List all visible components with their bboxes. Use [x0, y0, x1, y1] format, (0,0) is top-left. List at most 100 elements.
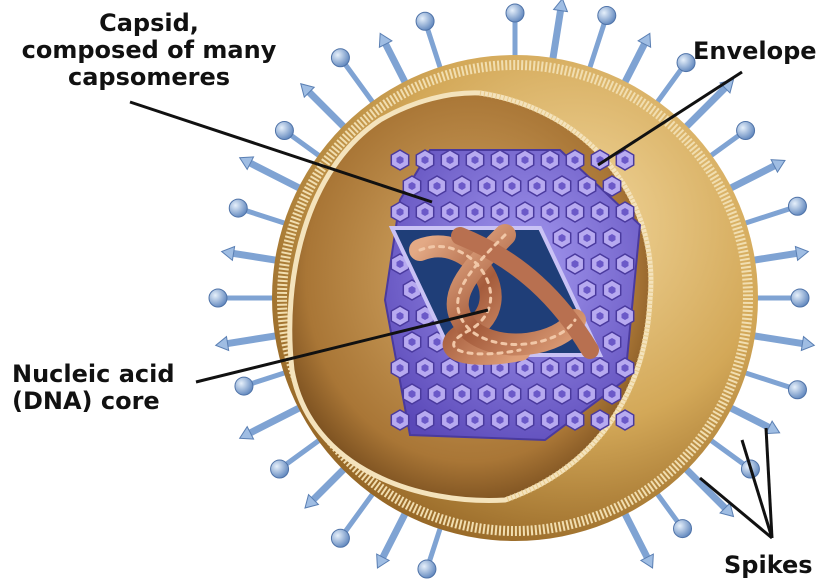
- spike-icon: [377, 509, 408, 568]
- spike-icon: [654, 54, 695, 107]
- capsomere-icon: [516, 410, 533, 430]
- spike-icon: [623, 33, 651, 86]
- capsomere-icon: [403, 384, 420, 404]
- spike-icon: [416, 12, 442, 72]
- capsomere-icon: [441, 150, 458, 170]
- capsomere-icon: [603, 176, 620, 196]
- capsomere-icon: [416, 202, 433, 222]
- capsomere-icon: [416, 358, 433, 378]
- capsomere-icon: [566, 410, 583, 430]
- capsomere-icon: [391, 410, 408, 430]
- capsomere-icon: [416, 150, 433, 170]
- capsomere-icon: [603, 384, 620, 404]
- spikes-label: Spikes: [724, 552, 813, 579]
- capsomere-icon: [578, 228, 595, 248]
- capsomere-icon: [578, 176, 595, 196]
- spike-icon: [418, 523, 442, 578]
- capsomere-icon: [541, 358, 558, 378]
- capsomere-icon: [591, 410, 608, 430]
- capsomere-icon: [516, 150, 533, 170]
- capsomere-icon: [578, 280, 595, 300]
- spike-icon: [726, 160, 785, 191]
- capsomere-icon: [566, 150, 583, 170]
- spike-icon: [707, 121, 755, 158]
- capsomere-icon: [391, 358, 408, 378]
- spike-icon: [271, 437, 324, 478]
- spike-icon: [331, 490, 375, 548]
- capsomere-icon: [603, 280, 620, 300]
- capsomere-icon: [391, 150, 408, 170]
- capsomere-icon: [591, 202, 608, 222]
- capsomere-icon: [453, 384, 470, 404]
- capsomere-icon: [441, 410, 458, 430]
- capsomere-icon: [616, 410, 633, 430]
- spike-icon: [726, 406, 779, 434]
- capsomere-icon: [466, 410, 483, 430]
- capsomere-icon: [391, 306, 408, 326]
- capsid-label: Capsid, composed of many capsomeres: [8, 10, 290, 91]
- capsomere-icon: [491, 410, 508, 430]
- capsomere-icon: [616, 306, 633, 326]
- capsomere-icon: [466, 202, 483, 222]
- spike-icon: [749, 247, 808, 261]
- capsomere-icon: [516, 202, 533, 222]
- capsomere-icon: [441, 202, 458, 222]
- nucleic-label-line2: (DNA) core: [12, 388, 196, 415]
- capsomere-icon: [491, 150, 508, 170]
- capsomere-icon: [403, 332, 420, 352]
- spike-icon: [740, 371, 806, 399]
- spike-icon: [654, 490, 691, 538]
- capsomere-icon: [603, 332, 620, 352]
- spike-icon: [240, 406, 304, 439]
- capsomere-icon: [616, 358, 633, 378]
- capsomere-icon: [553, 384, 570, 404]
- capsid-label-line3: capsomeres: [8, 64, 290, 91]
- capsomere-icon: [578, 384, 595, 404]
- capsomere-icon: [466, 150, 483, 170]
- spike-icon: [506, 4, 524, 61]
- capsomere-icon: [591, 254, 608, 274]
- spike-icon: [240, 157, 304, 190]
- spike-icon: [552, 0, 567, 64]
- nucleic-acid-label: Nucleic acid (DNA) core: [12, 361, 196, 415]
- capsomere-icon: [416, 410, 433, 430]
- capsid-label-line2: composed of many: [8, 37, 290, 64]
- capsomere-icon: [391, 202, 408, 222]
- spike-icon: [301, 84, 348, 131]
- capsomere-icon: [478, 384, 495, 404]
- capsomere-icon: [478, 176, 495, 196]
- capsomere-icon: [453, 176, 470, 196]
- spike-icon: [235, 371, 290, 395]
- spike-icon: [209, 289, 278, 307]
- spike-icon: [222, 247, 281, 261]
- spike-icon: [305, 466, 347, 508]
- spike-icon: [752, 289, 809, 307]
- capsomere-icon: [553, 228, 570, 248]
- capsomere-icon: [616, 254, 633, 274]
- capsomere-icon: [591, 306, 608, 326]
- spike-icon: [749, 335, 814, 350]
- capsomere-icon: [541, 410, 558, 430]
- capsomere-icon: [428, 176, 445, 196]
- spike-icon: [588, 7, 616, 73]
- capsomere-icon: [566, 358, 583, 378]
- capsomere-icon: [503, 384, 520, 404]
- envelope-label-text: Envelope: [693, 38, 817, 65]
- capsomere-icon: [541, 150, 558, 170]
- envelope-label: Envelope: [693, 38, 817, 65]
- spike-icon: [216, 335, 281, 350]
- capsomere-icon: [528, 176, 545, 196]
- capsid-label-line1: Capsid,: [8, 10, 290, 37]
- capsomere-icon: [491, 202, 508, 222]
- capsomere-icon: [541, 202, 558, 222]
- capsomere-icon: [528, 384, 545, 404]
- capsomere-icon: [503, 176, 520, 196]
- capsomere-icon: [616, 202, 633, 222]
- spike-icon: [740, 197, 806, 225]
- spike-icon: [229, 199, 289, 225]
- capsomere-icon: [566, 254, 583, 274]
- spikes-label-text: Spikes: [724, 552, 813, 579]
- spike-icon: [623, 509, 654, 568]
- spike-icon: [379, 33, 407, 86]
